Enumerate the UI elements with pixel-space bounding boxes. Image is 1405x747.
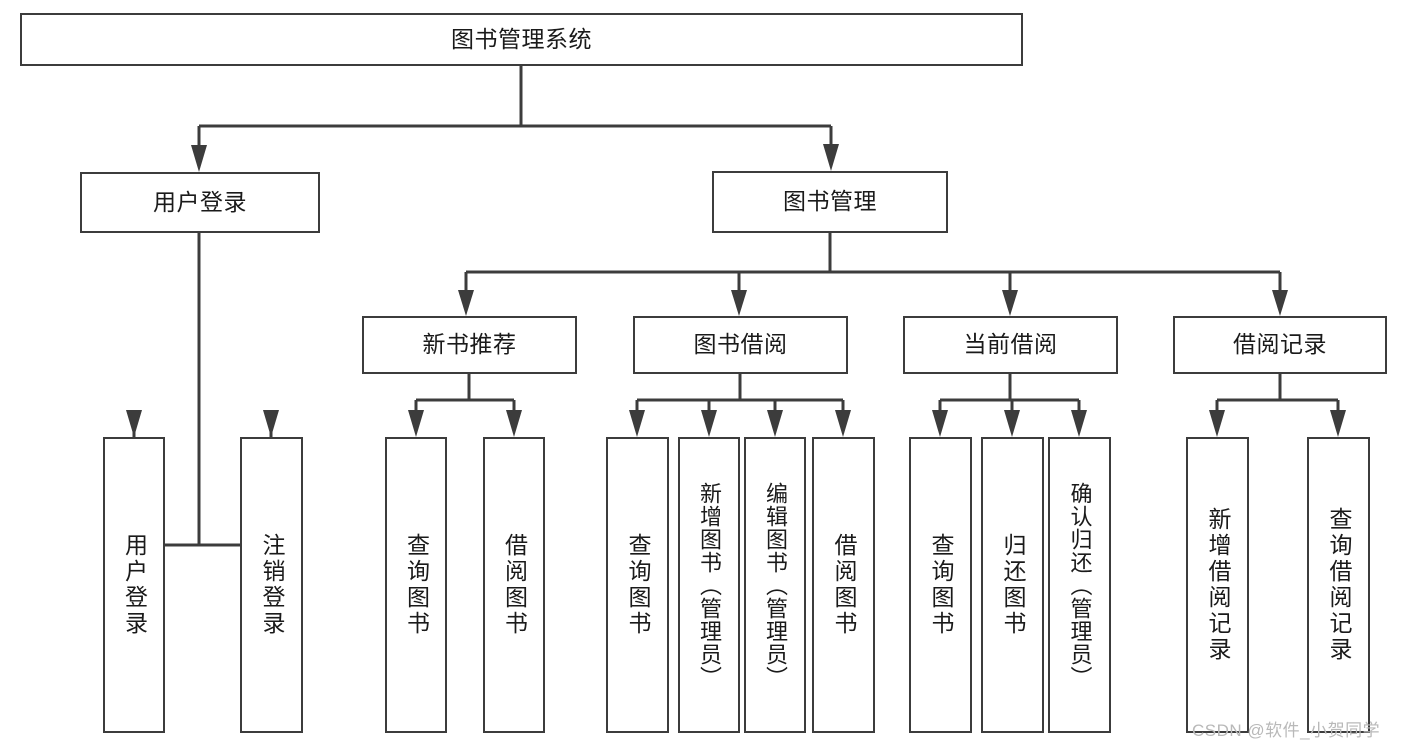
node-leaf-edit-book-admin[interactable]: 编辑图书（管理员） [744, 437, 806, 733]
node-leaf-borrow-book-2[interactable]: 借阅图书 [812, 437, 875, 733]
node-leaf-query-book-2[interactable]: 查询图书 [606, 437, 669, 733]
node-current-borrow[interactable]: 当前借阅 [903, 316, 1118, 374]
node-book-management[interactable]: 图书管理 [712, 171, 948, 233]
node-label: 图书借阅 [693, 331, 788, 358]
node-label: 编辑图书（管理员） [763, 481, 788, 689]
node-book-borrow[interactable]: 图书借阅 [633, 316, 848, 374]
node-label: 当前借阅 [963, 331, 1058, 358]
node-label: 确认归还（管理员） [1067, 481, 1093, 689]
node-leaf-return-book[interactable]: 归还图书 [981, 437, 1044, 733]
node-borrow-record[interactable]: 借阅记录 [1173, 316, 1387, 374]
node-system-title[interactable]: 图书管理系统 [20, 13, 1023, 66]
node-label: 注销登录 [259, 533, 285, 637]
node-label: 图书管理 [783, 188, 877, 215]
node-label: 用户登录 [121, 533, 148, 637]
node-leaf-query-book-3[interactable]: 查询图书 [909, 437, 972, 733]
node-label: 新书推荐 [422, 331, 517, 358]
node-user-login[interactable]: 用户登录 [80, 172, 320, 233]
node-label: 查询借阅记录 [1326, 507, 1352, 663]
node-leaf-add-book-admin[interactable]: 新增图书（管理员） [678, 437, 740, 733]
node-label: 用户登录 [153, 188, 247, 215]
node-leaf-confirm-return-admin[interactable]: 确认归还（管理员） [1048, 437, 1111, 733]
node-leaf-borrow-book-1[interactable]: 借阅图书 [483, 437, 545, 733]
node-label: 查询图书 [928, 533, 954, 637]
node-leaf-user-login[interactable]: 用户登录 [103, 437, 165, 733]
node-label: 借阅图书 [501, 533, 528, 637]
node-leaf-query-borrow-record[interactable]: 查询借阅记录 [1307, 437, 1370, 733]
node-label: 新增图书（管理员） [697, 481, 722, 689]
csdn-watermark: CSDN @软件_小贺同学 [1192, 721, 1381, 740]
node-label: 借阅记录 [1233, 331, 1327, 358]
node-label: 查询图书 [403, 533, 430, 637]
node-leaf-logout-login[interactable]: 注销登录 [240, 437, 303, 733]
node-label: 查询图书 [625, 533, 651, 637]
node-new-book-recommend[interactable]: 新书推荐 [362, 316, 577, 374]
node-leaf-add-borrow-record[interactable]: 新增借阅记录 [1186, 437, 1249, 733]
node-label: 归还图书 [1000, 533, 1026, 637]
node-label: 图书管理系统 [451, 25, 592, 52]
node-label: 借阅图书 [831, 533, 857, 637]
node-leaf-query-book-1[interactable]: 查询图书 [385, 437, 447, 733]
node-label: 新增借阅记录 [1205, 507, 1231, 663]
